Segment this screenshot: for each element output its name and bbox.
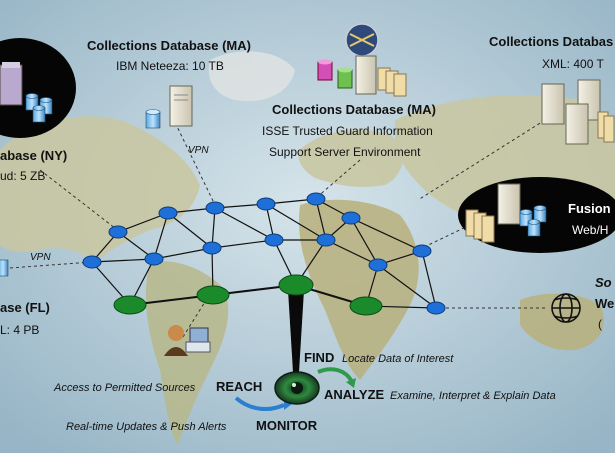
- link-xml: [417, 119, 546, 201]
- hub-node: [113, 295, 147, 315]
- hub-node: [349, 296, 383, 316]
- greenland: [208, 51, 295, 102]
- link-ma-ibm: [169, 111, 216, 206]
- ma-ibm-server: [145, 85, 193, 129]
- network-node: [256, 197, 276, 211]
- network-node: [82, 255, 102, 269]
- fusion-title: Fusion: [568, 201, 611, 216]
- ma-ibm-subtitle: IBM Neteeza: 10 TB: [116, 59, 224, 73]
- xml-title: Collections Databas: [489, 34, 613, 49]
- network-node: [316, 233, 336, 247]
- database-cylinder-icon: [317, 59, 353, 89]
- ma-isse-title: Collections Database (MA): [272, 102, 436, 117]
- vpn-label-left: VPN: [30, 252, 51, 263]
- analyze-label: ANALYZE: [324, 387, 385, 402]
- server-icon: [541, 83, 565, 125]
- reach-label: REACH: [216, 379, 262, 394]
- xml-cluster: [541, 79, 615, 145]
- folder-stack-icon: [597, 111, 615, 143]
- vpn-label-top: VPN: [188, 145, 209, 156]
- database-cylinder-icon: [145, 109, 161, 129]
- server-icon: [169, 85, 193, 127]
- link-fl: [9, 261, 93, 269]
- ma-isse-line2: Support Server Environment: [269, 145, 421, 159]
- xml-subtitle: XML: 400 T: [542, 57, 604, 71]
- network-node: [426, 301, 446, 315]
- find-desc: Locate Data of Interest: [342, 353, 454, 365]
- funnel-beam: [288, 290, 304, 372]
- fl-database: [0, 259, 9, 277]
- network-node: [412, 244, 432, 258]
- blue-arrow: [234, 396, 285, 412]
- europe: [298, 130, 403, 188]
- link-ny: [39, 169, 121, 233]
- social-line1: We: [595, 296, 614, 311]
- ma-isse-cluster: [317, 23, 407, 97]
- network-node: [108, 225, 128, 239]
- cycle-graphic: [234, 367, 356, 412]
- fl-title: ase (FL): [0, 300, 50, 315]
- hub-node: [278, 274, 314, 296]
- ny-server-cluster: [0, 62, 53, 123]
- globe-icon: [551, 293, 581, 323]
- link-user: [182, 296, 209, 338]
- network-node: [144, 252, 164, 266]
- north-america: [0, 116, 200, 262]
- database-cylinder-icon: [519, 205, 547, 237]
- social-title: So: [595, 275, 612, 290]
- server-icon: [355, 55, 377, 95]
- network-node: [158, 206, 178, 220]
- ny-subtitle: ud: 5 ZB: [0, 169, 45, 183]
- reach-desc: Access to Permitted Sources: [53, 382, 196, 394]
- green-nodes: [113, 274, 383, 316]
- south-america: [145, 261, 229, 445]
- network-node: [306, 192, 326, 206]
- database-cylinder-icon: [0, 259, 9, 277]
- monitor-desc: Real-time Updates & Push Alerts: [66, 421, 227, 433]
- hub-node: [196, 285, 230, 305]
- network-node: [368, 258, 388, 272]
- monitor-label: MONITOR: [256, 418, 318, 433]
- network-node: [341, 211, 361, 225]
- ny-title: abase (NY): [0, 148, 67, 163]
- server-icon: [565, 103, 589, 145]
- labels: Collections Database (MA) IBM Neteeza: 1…: [0, 34, 614, 433]
- fusion-cluster: [465, 183, 547, 243]
- network-node: [202, 241, 222, 255]
- blue-nodes: [82, 192, 446, 315]
- network-node: [205, 201, 225, 215]
- folder-stack-icon: [465, 209, 495, 243]
- database-cylinder-icon: [25, 93, 53, 123]
- fusion-subtitle: Web/H: [572, 223, 608, 237]
- fl-subtitle: L: 4 PB: [0, 323, 39, 337]
- green-arrow: [317, 367, 354, 384]
- server-icon: [0, 64, 23, 106]
- social-line2: (: [598, 317, 602, 331]
- find-label: FIND: [304, 350, 334, 365]
- ma-ibm-title: Collections Database (MA): [87, 38, 251, 53]
- link-ma-isse: [315, 159, 361, 199]
- analyze-desc: Examine, Interpret & Explain Data: [390, 390, 556, 402]
- network-node: [264, 233, 284, 247]
- server-icon: [497, 183, 521, 225]
- user-workstation-icon: [164, 325, 211, 356]
- ma-isse-line1: ISSE Trusted Guard Information: [262, 124, 433, 138]
- folder-stack-icon: [377, 67, 407, 97]
